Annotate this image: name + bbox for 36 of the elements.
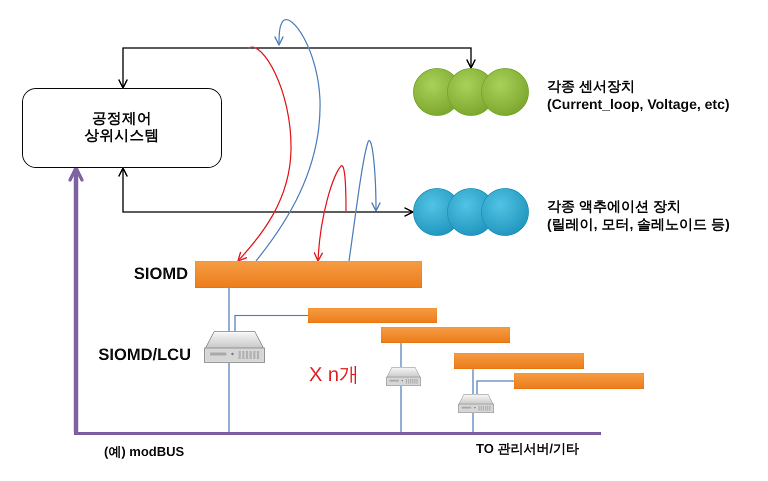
connector-line: [228, 288, 230, 331]
node-caption: (Current_loop, Voltage, etc): [547, 96, 730, 112]
horizontal-bar: [454, 353, 584, 369]
connector-line: [228, 363, 230, 432]
bus-line: [74, 432, 601, 435]
node-caption: (예) modBUS: [104, 445, 184, 460]
count-label: X n개: [309, 364, 360, 387]
connector-line: [472, 413, 474, 432]
curved-arrow: [237, 46, 292, 262]
node-caption: SIOMD: [134, 265, 188, 284]
circle-cluster: [413, 68, 529, 116]
server-icon: [458, 394, 494, 413]
server-icon: [386, 367, 421, 386]
horizontal-bar: [308, 308, 437, 323]
curved-arrow: [348, 140, 381, 262]
circle-cluster: [413, 188, 529, 236]
arrow: [118, 47, 476, 89]
horizontal-bar: [381, 327, 510, 343]
process-box: 공정제어 상위시스템: [22, 88, 222, 168]
horizontal-bar: [195, 261, 422, 288]
curved-arrow: [314, 165, 347, 262]
node-caption: 각종 액추에이션 장치: [547, 198, 681, 214]
node-caption: 각종 센서장치: [547, 78, 635, 94]
arrow: [118, 167, 414, 217]
connector-line: [472, 369, 474, 394]
node-caption: SIOMD/LCU: [98, 346, 191, 365]
node-caption: TO 관리서버/기타: [476, 442, 580, 457]
arrow: [68, 166, 84, 432]
connector-line: [476, 380, 514, 394]
connector-line: [234, 314, 308, 331]
curved-arrow: [255, 19, 321, 262]
node-caption: (릴레이, 모터, 솔레노이드 등): [547, 216, 730, 232]
server-icon: [204, 331, 265, 363]
connector-line: [400, 386, 402, 432]
horizontal-bar: [514, 373, 644, 389]
connector-line: [400, 343, 402, 367]
